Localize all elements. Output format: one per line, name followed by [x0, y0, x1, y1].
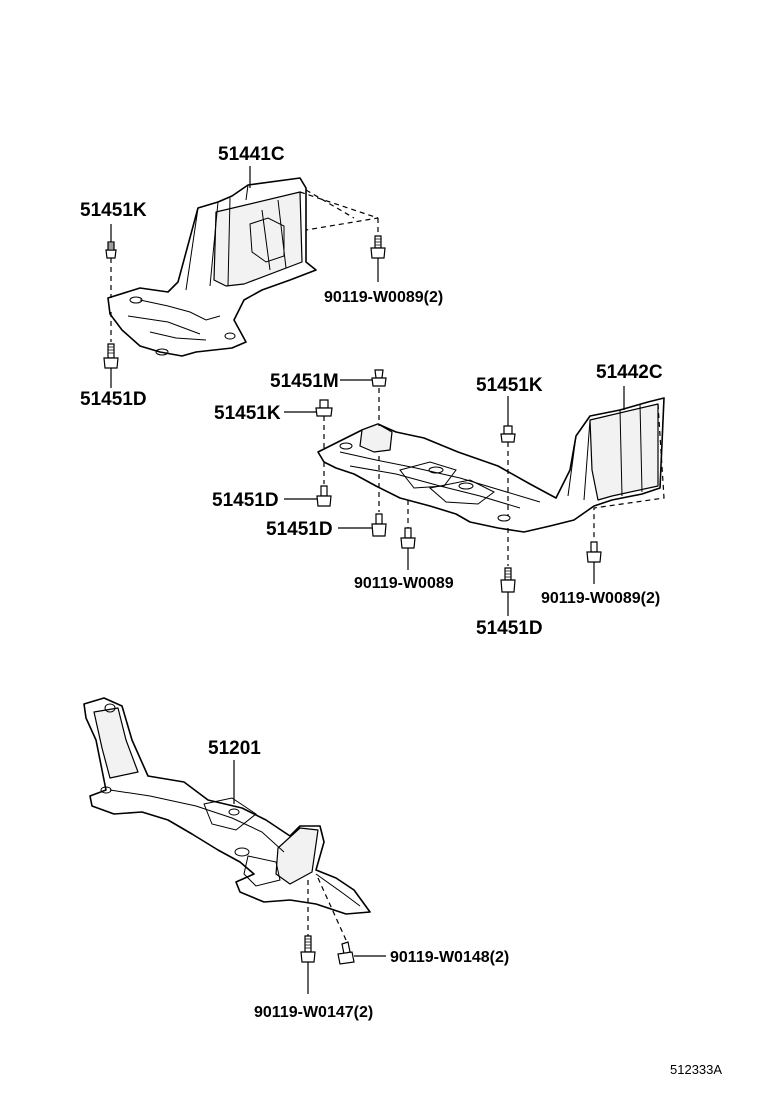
bolt-51451K-top — [105, 241, 117, 259]
label-90119-W0089-2-b: 90119-W0089(2) — [541, 590, 660, 607]
label-90119-W0089-2-a: 90119-W0089(2) — [324, 289, 443, 306]
part-51442C-shape — [317, 397, 665, 533]
bolt-51451D-left — [103, 343, 119, 369]
label-51451D-c: 51451D — [266, 519, 333, 540]
part-51442C-panel — [589, 403, 659, 501]
bolt-90119-W0148 — [337, 941, 355, 965]
label-90119-W0147-2: 90119-W0147(2) — [254, 1004, 373, 1021]
label-90119-W0148-2: 90119-W0148(2) — [390, 949, 509, 966]
bolt-90119-W0089-right — [586, 541, 602, 563]
part-51201-group: 51201 90119-W0147(2) 90119-W0148(2) — [83, 697, 509, 1021]
bolt-90119-W0089-center — [400, 527, 416, 549]
bolt-51451K-right — [500, 425, 516, 443]
part-51442C-group: 51442C 51451M 51451K 51451D — [212, 362, 665, 639]
label-51441C: 51441C — [218, 144, 285, 165]
part-51442C-front-panel — [359, 423, 393, 453]
part-51201-bracket-right — [275, 827, 319, 885]
figure-code: 512333A — [670, 1062, 722, 1077]
bolt-90119-W0147 — [300, 935, 316, 963]
bolt-51451M — [371, 369, 387, 387]
label-51451D-d: 51451D — [476, 618, 543, 639]
bolt-51451D-center — [371, 513, 387, 537]
label-51451M: 51451M — [270, 371, 339, 392]
part-51441C-group: 51441C 51451K 51451D 90119-W0089(2) — [80, 144, 443, 410]
label-51451D-b: 51451D — [212, 490, 279, 511]
label-51451K-c: 51451K — [476, 375, 543, 396]
bolt-51451D-right — [500, 567, 516, 593]
bolt-90119-W0089-upper — [370, 235, 386, 259]
label-51451K-a: 51451K — [80, 200, 147, 221]
label-51451D-a: 51451D — [80, 389, 147, 410]
label-51201: 51201 — [208, 738, 261, 759]
part-51201-bracket-left — [93, 707, 139, 779]
label-90119-W0089: 90119-W0089 — [354, 575, 454, 592]
bolt-51451K-middle — [315, 399, 333, 417]
bolt-51451D-middle — [316, 485, 332, 507]
label-51442C: 51442C — [596, 362, 663, 383]
label-51451K-b: 51451K — [214, 403, 281, 424]
